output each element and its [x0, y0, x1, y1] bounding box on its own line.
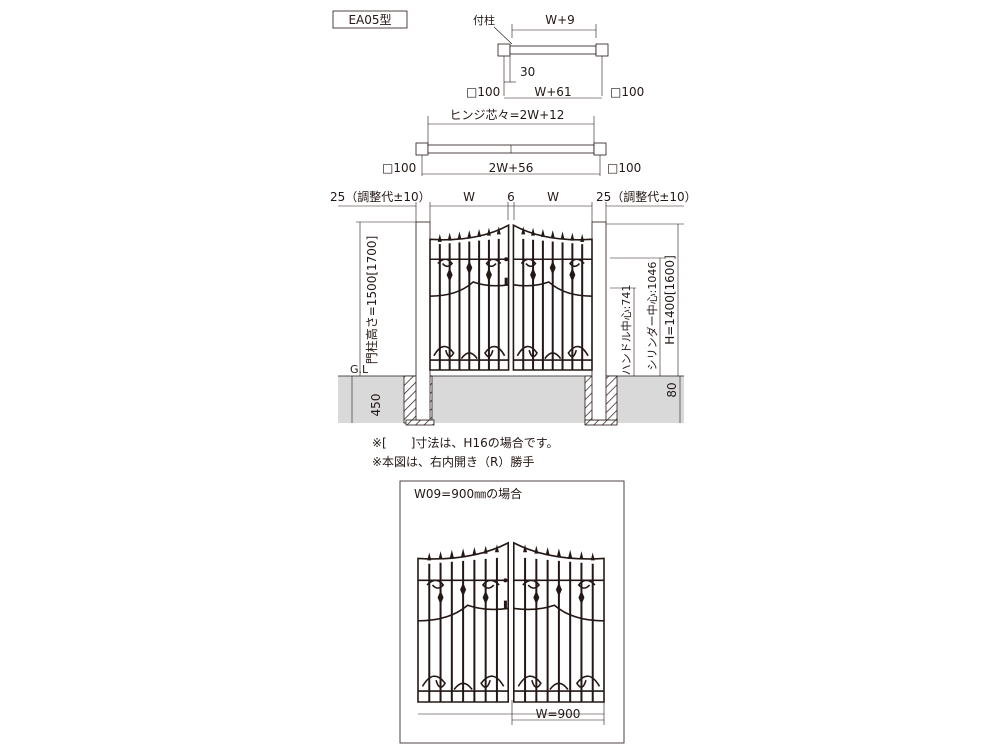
- top-right-post-label: □100: [610, 85, 644, 99]
- example-box: W09=900㎜の場合 W=900: [399, 480, 625, 744]
- right-adjust-label: 25（調整代±10）: [596, 189, 697, 204]
- top-view-double: ヒンジ芯々=2W+12 □100 2W+56 □100: [382, 108, 641, 176]
- post-height-label: 門柱高さ=1500[1700]: [364, 236, 379, 365]
- hinge-label: ヒンジ芯々=2W+12: [450, 108, 565, 122]
- ground-area: [338, 376, 684, 423]
- top-view-single: 付柱 W+9 30 □100 W+61 □100: [466, 13, 644, 99]
- top-width-label: W+9: [545, 13, 575, 27]
- w-right-label: W: [547, 190, 559, 204]
- gap-label: 6: [507, 190, 515, 204]
- offset-label: 30: [520, 65, 535, 79]
- cylinder-center-label: シリンダー中心:1046: [645, 262, 659, 371]
- example-gate: [417, 541, 605, 703]
- left-post: [415, 221, 431, 421]
- height-label: H=1400[1600]: [663, 255, 677, 345]
- w-left-label: W: [463, 190, 475, 204]
- notes: ※[ ]寸法は、H16の場合です。 ※本図は、右内開き（R）勝手: [372, 435, 559, 469]
- depth-label: 450: [369, 394, 383, 417]
- right-post: [591, 221, 607, 421]
- top-inner-width-label: W+61: [534, 85, 571, 99]
- top-left-post-label: □100: [466, 85, 500, 99]
- elevation-view: 25（調整代±10） 25（調整代±10） W 6 W G.L 門柱高さ=150…: [330, 189, 697, 426]
- model-label-box: EA05型: [332, 10, 408, 29]
- top-right-post: [595, 43, 609, 57]
- example-title: W09=900㎜の場合: [414, 486, 522, 501]
- double-inner-width-label: 2W+56: [489, 161, 534, 175]
- model-label: EA05型: [348, 13, 391, 27]
- gl-label: G.L: [350, 363, 369, 376]
- note-2: ※本図は、右内開き（R）勝手: [372, 454, 534, 469]
- ground-gap-label: 80: [665, 382, 679, 397]
- double-left-post: [415, 142, 429, 156]
- top-left-post: [497, 43, 511, 57]
- example-width-label: W=900: [536, 707, 581, 721]
- handle-center-label: ハンドル中心:741: [620, 285, 633, 376]
- double-right-post: [593, 142, 607, 156]
- post-label: 付柱: [473, 13, 495, 27]
- double-left-post-label: □100: [382, 161, 416, 175]
- note-1: ※[ ]寸法は、H16の場合です。: [372, 435, 559, 450]
- double-right-post-label: □100: [607, 161, 641, 175]
- left-adjust-label: 25（調整代±10）: [330, 189, 431, 204]
- top-gate-leaf: [509, 45, 597, 55]
- gate-leaves: [429, 223, 593, 371]
